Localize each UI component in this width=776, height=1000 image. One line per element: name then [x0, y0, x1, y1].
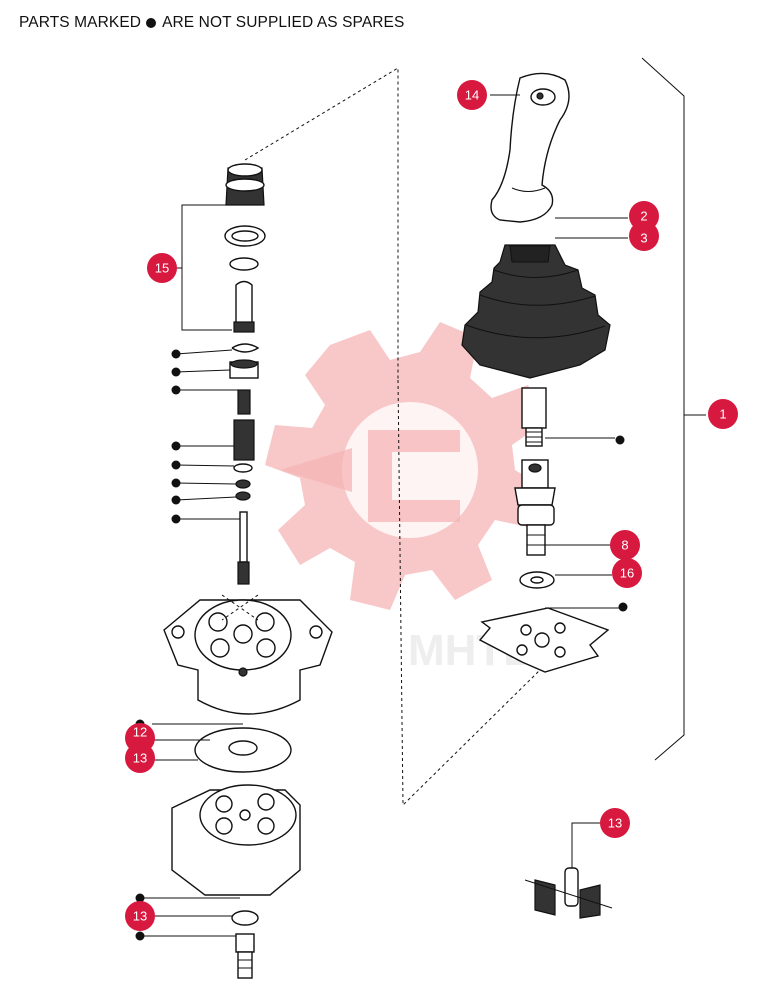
bracket-15: [181, 204, 232, 331]
washer: [519, 571, 555, 589]
shim: [233, 463, 253, 473]
spare-dot-icon: [135, 931, 145, 941]
callout-15[interactable]: 15: [147, 253, 177, 283]
large-spring: [233, 419, 255, 461]
svg-text:1: 1: [719, 407, 726, 422]
svg-text:12: 12: [133, 725, 147, 740]
spares-note: PARTS MARKED ARE NOT SUPPLIED AS SPARES: [19, 14, 404, 32]
svg-text:2: 2: [640, 209, 647, 224]
callout-13a[interactable]: 13: [125, 743, 155, 773]
dashed-guide-bottom: [397, 379, 541, 807]
spare-dot-icon: [615, 435, 625, 445]
svg-text:13: 13: [133, 909, 147, 924]
callout-1[interactable]: 1: [708, 399, 738, 429]
svg-text:16: 16: [620, 566, 634, 581]
bottom-o-ring: [231, 910, 259, 926]
base-block: [171, 784, 301, 896]
watermark-gear-icon: [265, 322, 548, 610]
spring-seat: [229, 359, 259, 379]
dashed-guide-top: [244, 67, 399, 380]
spares-note-text-1: PARTS MARKED: [19, 14, 142, 31]
small-spring: [237, 389, 251, 415]
push-rod: [237, 511, 250, 585]
svg-text:15: 15: [155, 261, 169, 276]
washer-small: [235, 491, 251, 501]
plunger: [233, 280, 255, 333]
seal-ring: [224, 225, 266, 247]
callout-14[interactable]: 14: [457, 80, 487, 110]
callout-8[interactable]: 8: [610, 530, 640, 560]
svg-text:3: 3: [640, 231, 647, 246]
dowel-pin: [524, 822, 613, 919]
callout-16[interactable]: 16: [612, 558, 642, 588]
callout-13c[interactable]: 13: [600, 808, 630, 838]
left-spare-markers: [171, 349, 240, 524]
bottom-fitting: [235, 933, 255, 979]
o-ring: [229, 257, 259, 271]
assembly-bracket: [641, 57, 685, 761]
rubber-boot: [461, 244, 611, 379]
universal-joint: [514, 459, 556, 556]
callout-2[interactable]: 2: [629, 201, 659, 231]
svg-text:14: 14: [465, 88, 479, 103]
bullet-dot-icon: [146, 18, 157, 28]
spare-dot-icon: [618, 602, 628, 612]
mounting-plate: [478, 607, 610, 673]
circlip: [231, 343, 260, 353]
large-o-ring: [194, 727, 292, 773]
callout-13b[interactable]: 13: [125, 901, 155, 931]
spare-dot-icon: [135, 893, 145, 903]
washer-small: [235, 479, 251, 489]
threaded-stud: [521, 387, 547, 447]
svg-text:13: 13: [608, 816, 622, 831]
svg-text:8: 8: [621, 538, 628, 553]
top-cap: [225, 163, 265, 206]
svg-text:13: 13: [133, 751, 147, 766]
valve-housing: [163, 594, 333, 715]
joystick-handle: [490, 72, 570, 223]
spares-note-text-2: ARE NOT SUPPLIED AS SPARES: [162, 14, 405, 31]
